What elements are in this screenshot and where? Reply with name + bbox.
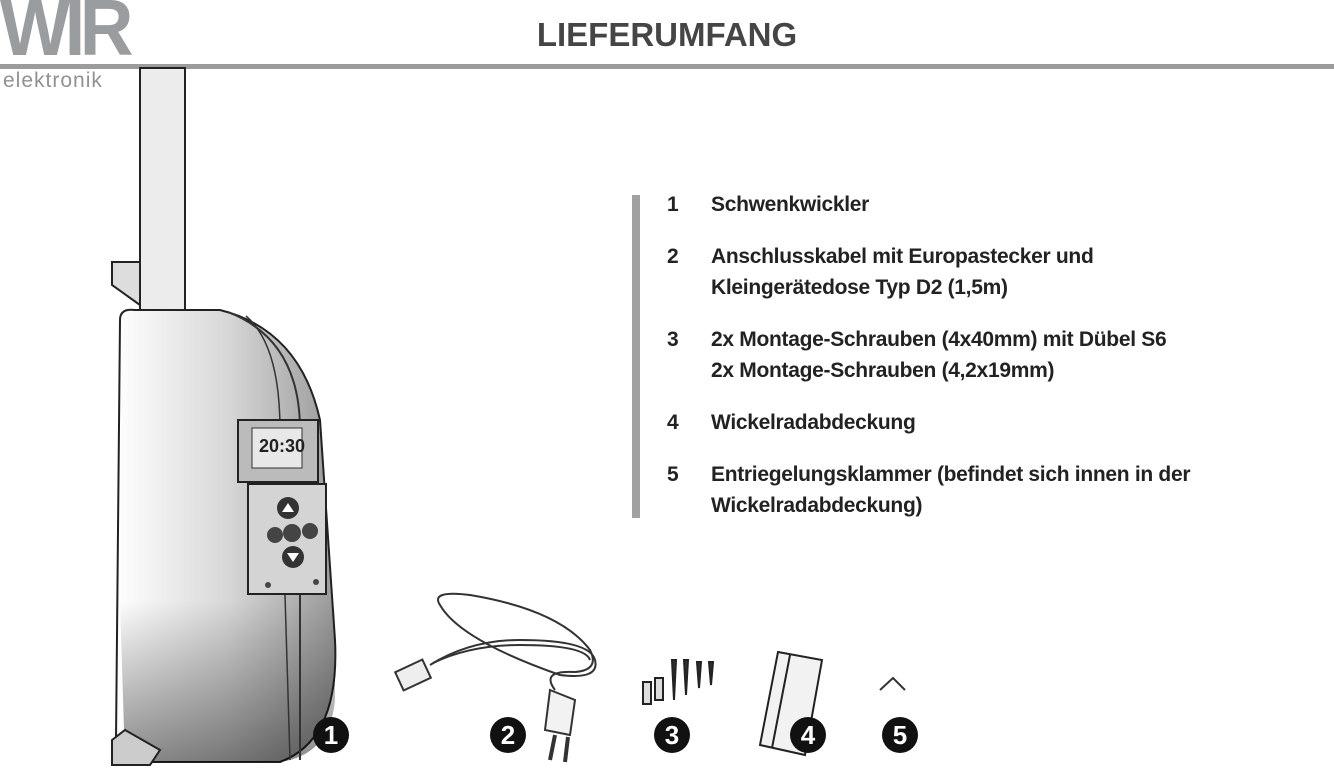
list-accent-bar — [632, 195, 640, 518]
item-text: Wickelradabdeckung — [711, 411, 916, 434]
item-text: Entriegelungsklammer (befindet sich inne… — [711, 463, 1191, 486]
clip-illustration — [879, 676, 906, 691]
item-text: Anschlusskabel mit Europastecker und — [711, 245, 1094, 268]
item-text: Kleingerätedose Typ D2 (1,5m) — [711, 276, 1008, 299]
item-number: 3 — [667, 328, 679, 351]
item-badge-2: 2 — [490, 717, 526, 753]
page-title: LIEFERUMFANG — [536, 16, 798, 53]
header-divider — [0, 64, 1334, 69]
cable-illustration — [393, 592, 597, 763]
screws-illustration — [642, 659, 715, 705]
item-number: 1 — [667, 193, 679, 216]
logo-subtitle: elektronik — [3, 69, 103, 92]
item-badge-4: 4 — [790, 717, 826, 753]
item-text: Schwenkwickler — [711, 193, 870, 216]
item-number: 5 — [667, 463, 679, 486]
item-number: 4 — [667, 411, 679, 434]
item-badge-3: 3 — [654, 717, 690, 753]
item-badge-1: 1 — [313, 717, 349, 753]
item-number: 2 — [667, 245, 679, 268]
item-text: Wickelradabdeckung) — [711, 494, 923, 517]
item-text: 2x Montage-Schrauben (4,2x19mm) — [711, 359, 1055, 382]
item-badge-5: 5 — [882, 717, 918, 753]
logo-brand: WIR — [0, 0, 133, 72]
winder-illustration — [111, 67, 337, 766]
device-display-time: 20:30 — [259, 436, 305, 456]
item-text: 2x Montage-Schrauben (4x40mm) mit Dübel … — [711, 328, 1167, 351]
